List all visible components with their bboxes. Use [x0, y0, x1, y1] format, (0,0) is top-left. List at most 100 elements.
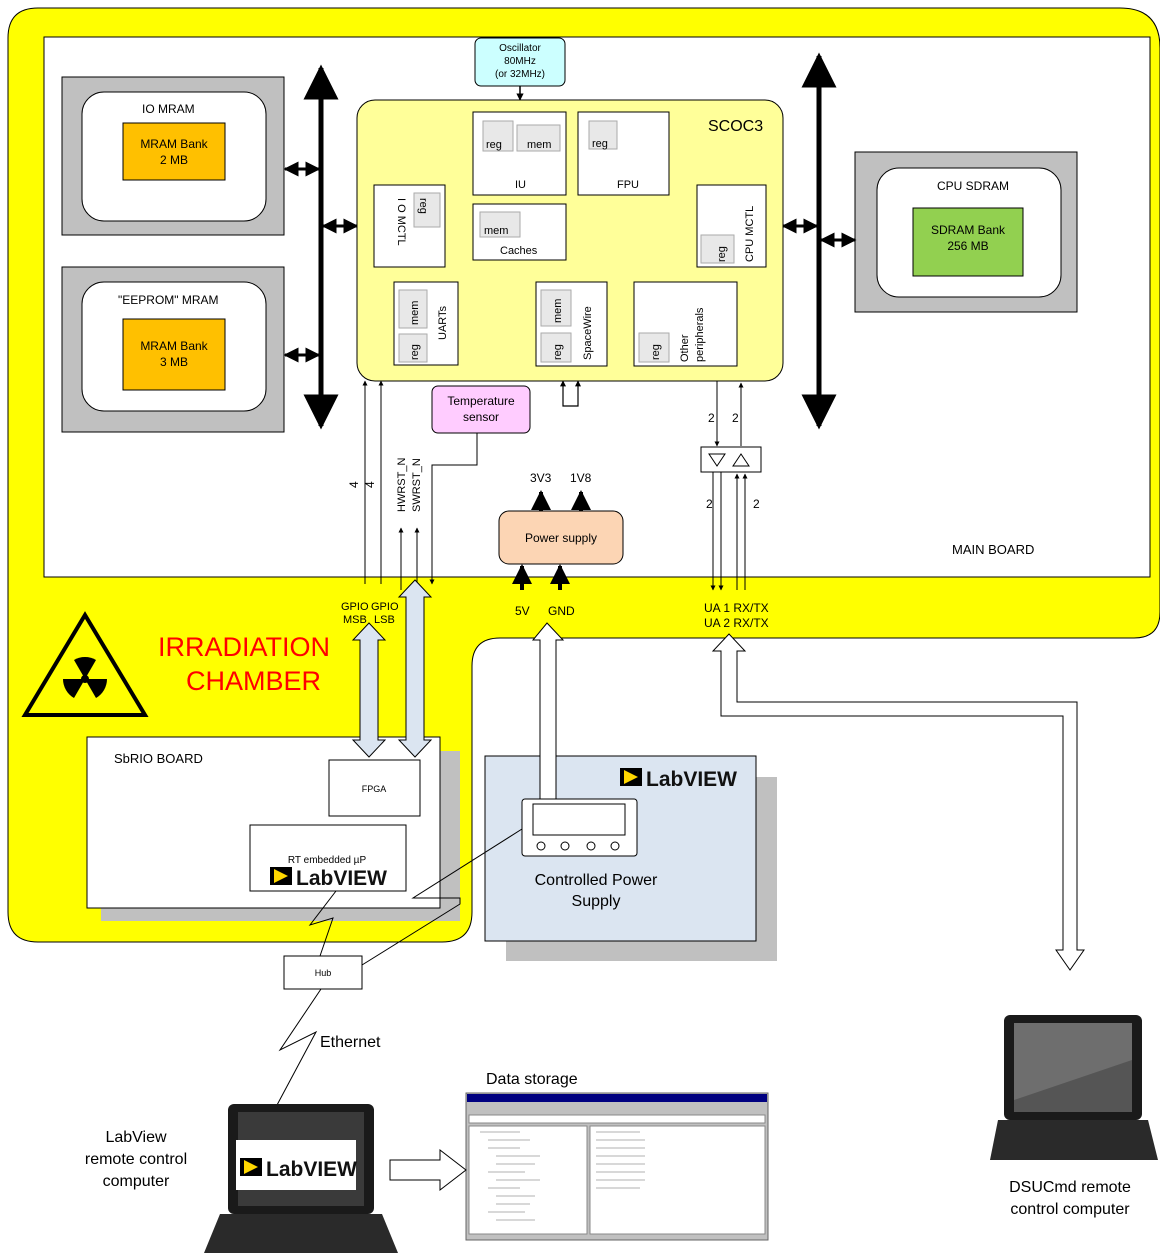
uart-rx-width: 2 — [732, 411, 739, 425]
spacewire-mem: mem — [552, 299, 564, 323]
fpga-label: FPGA — [362, 784, 387, 794]
network-lines — [268, 828, 523, 1121]
temperature-label: Temperature — [447, 394, 515, 408]
caches-block: mem Caches — [472, 203, 567, 261]
bus-connectors — [283, 161, 857, 363]
oscillator-freq: 80MHz — [504, 56, 536, 67]
other-label: Other — [679, 334, 691, 362]
dsucmd-computer-label: DSUCmd remote — [1009, 1179, 1131, 1196]
labview-logo-text-2: LabVIEW — [296, 867, 387, 890]
cpu-mctl-reg: reg — [716, 246, 728, 262]
uarts-mem: mem — [409, 301, 421, 325]
sdram-bank-label: SDRAM Bank — [931, 223, 1006, 237]
fpga-block — [328, 759, 421, 817]
labview-computer-label-3: computer — [103, 1173, 170, 1190]
power-rails — [512, 490, 591, 590]
io-mram-bank-label: MRAM Bank — [140, 137, 208, 151]
oscillator-label: Oscillator — [499, 43, 541, 54]
gpio-lsb-label: GPIO — [371, 601, 399, 613]
chamber-label: CHAMBER — [186, 666, 321, 696]
temperature-sensor — [431, 385, 531, 434]
uarts-block: mem reg UARTs — [393, 281, 459, 366]
io-mctl-reg: reg — [417, 198, 429, 214]
eeprom-mram-bank — [122, 318, 226, 391]
hwrst-signal: HWRST_N — [396, 458, 408, 512]
labview-logo-cps: LabVIEW — [620, 768, 737, 791]
input-gnd: GND — [548, 604, 575, 618]
io-mctl-label: I O MCTL — [395, 198, 407, 246]
cpu-sdram-block: CPU SDRAM SDRAM Bank 256 MB — [854, 151, 1078, 313]
cpu-mctl-block: reg CPU MCTL — [696, 184, 767, 268]
labview-computer-label-2: remote control — [85, 1151, 187, 1168]
uart-lines — [710, 381, 748, 591]
rail-1v8: 1V8 — [570, 471, 592, 485]
scoc3-label: SCOC3 — [708, 118, 763, 135]
uart-tx-width: 2 — [708, 411, 715, 425]
labview-computer-label: LabView — [105, 1129, 167, 1146]
dsucmd-laptop-icon — [990, 1015, 1158, 1160]
data-flow-arrow — [389, 1148, 467, 1192]
iu-mem: mem — [527, 139, 551, 151]
dsucmd-computer-label-2: control computer — [1010, 1201, 1130, 1218]
spacewire-label: SpaceWire — [582, 306, 594, 360]
caches-mem: mem — [484, 225, 508, 237]
gpio-msb-width: 4 — [347, 481, 361, 488]
labview-laptop-icon: LabVIEW — [204, 1104, 398, 1253]
gpio-lines — [362, 380, 420, 590]
sbrio-title: SbRIO BOARD — [114, 751, 203, 766]
spacewire-block: mem reg SpaceWire — [535, 281, 608, 367]
sensor-label: sensor — [463, 410, 499, 424]
fpu-label: FPU — [617, 179, 639, 191]
gpio-msb-label: GPIO — [341, 601, 369, 613]
cps-device — [521, 798, 638, 857]
peripherals-label: peripherals — [694, 307, 706, 362]
rt-label: RT embedded µP — [288, 855, 367, 866]
io-mram-title: IO MRAM — [142, 102, 195, 116]
fpu-block: reg FPU — [577, 111, 670, 196]
cpu-mctl-label: CPU MCTL — [744, 206, 756, 262]
cps-label: Controlled Power — [535, 872, 658, 889]
eeprom-mram-title: "EEPROM" MRAM — [118, 293, 219, 307]
gpio-msb-sub: MSB — [343, 614, 367, 626]
ua-out-width: 2 — [706, 497, 713, 511]
labview-logo-text: LabVIEW — [646, 768, 737, 791]
ua2-label: UA 2 RX/TX — [704, 616, 769, 630]
eeprom-mram-bank-label: MRAM Bank — [140, 339, 208, 353]
power-supply-label: Power supply — [525, 531, 597, 545]
input-5v: 5V — [515, 604, 530, 618]
eeprom-mram-block: "EEPROM" MRAM MRAM Bank 3 MB — [61, 266, 285, 433]
labview-logo-sbrio: LabVIEW — [270, 867, 387, 890]
gpio-lsb-width: 4 — [363, 481, 377, 488]
hub-label: Hub — [315, 968, 332, 978]
other-reg: reg — [650, 344, 662, 360]
laptop-labview-text: LabVIEW — [266, 1158, 357, 1181]
gpio-lsb-sub: LSB — [374, 614, 395, 626]
other-peripherals-block: reg Other peripherals — [633, 281, 738, 367]
uart-fat-arrow — [711, 633, 1085, 971]
power-fat-arrow — [531, 622, 565, 800]
radiation-warning-icon — [21, 611, 149, 717]
caches-label: Caches — [500, 245, 538, 257]
iu-reg: reg — [486, 139, 502, 151]
oscillator-alt-freq: (or 32MHz) — [495, 69, 545, 80]
rail-3v3: 3V3 — [530, 471, 552, 485]
irradiation-label: IRRADIATION — [158, 632, 330, 662]
ua1-label: UA 1 RX/TX — [704, 601, 769, 615]
uarts-label: UARTs — [437, 305, 449, 340]
gpio-fat-arrows — [351, 579, 433, 758]
fpu-reg: reg — [592, 138, 608, 150]
swrst-signal: SWRST_N — [411, 458, 423, 512]
data-storage-label: Data storage — [486, 1071, 578, 1088]
cpu-sdram-title: CPU SDRAM — [937, 179, 1009, 193]
spacewire-loop — [560, 380, 581, 407]
spacewire-reg: reg — [552, 344, 564, 360]
cps-label-2: Supply — [572, 893, 621, 910]
data-storage-screenshot — [465, 1092, 769, 1241]
io-mram-block: IO MRAM MRAM Bank 2 MB — [61, 76, 285, 236]
hub-box — [283, 955, 363, 990]
iu-block: reg mem IU — [472, 111, 567, 196]
uart-buffers — [700, 446, 762, 473]
iu-label: IU — [515, 179, 526, 191]
